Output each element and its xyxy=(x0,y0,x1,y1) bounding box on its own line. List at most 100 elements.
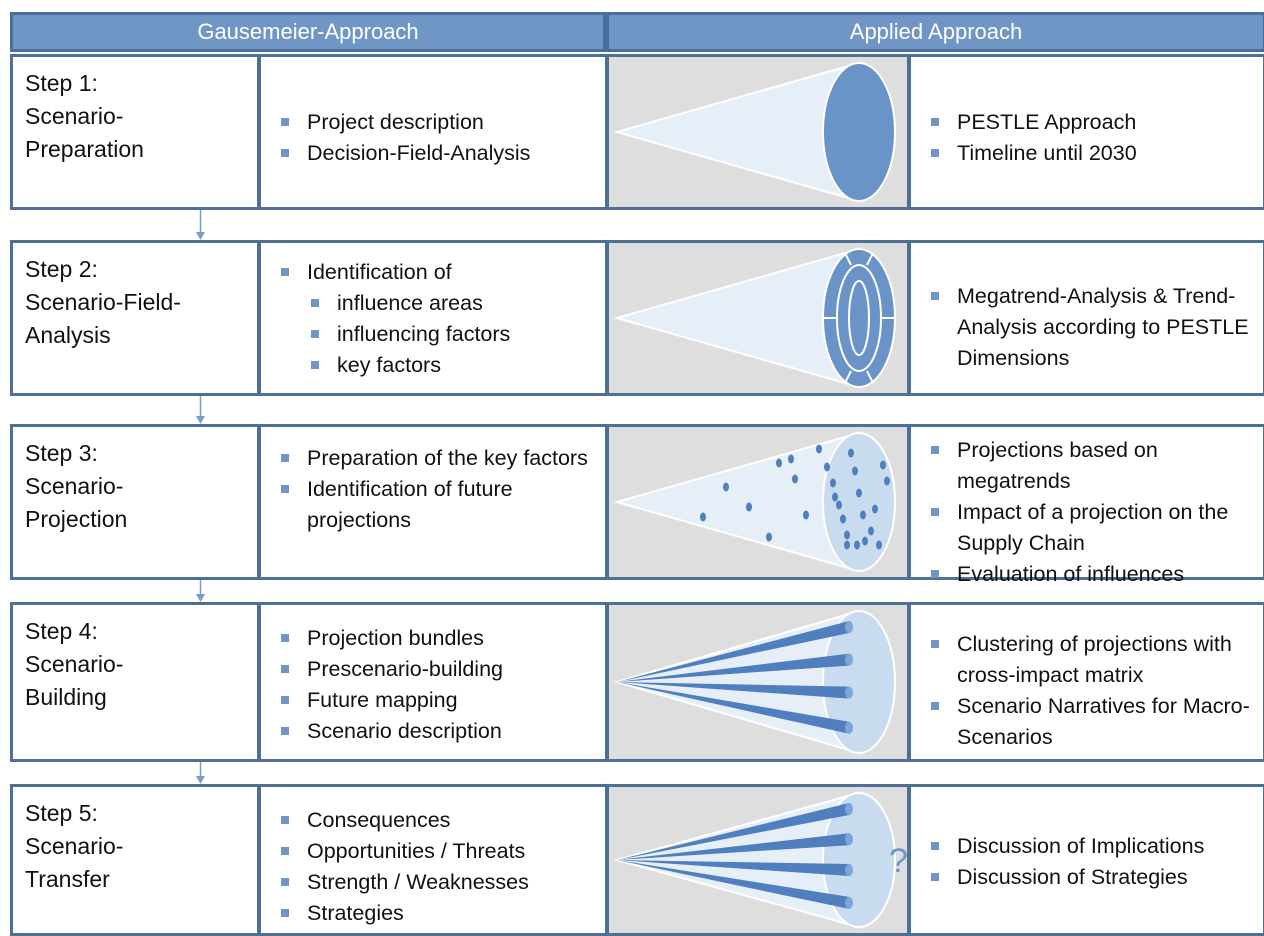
projection-dot xyxy=(776,458,782,468)
segment-line xyxy=(844,252,852,266)
header-applied: Applied Approach xyxy=(606,12,1264,52)
projection-dot xyxy=(880,460,886,470)
step-title-cell: Step 1:Scenario-Preparation xyxy=(10,54,260,210)
list-item: PESTLE Approach xyxy=(927,107,1257,138)
cone-base xyxy=(822,610,896,754)
list-item: Clustering of projections with cross-imp… xyxy=(927,629,1257,691)
header-gausemeier: Gausemeier-Approach xyxy=(10,12,606,52)
projection-ray xyxy=(617,682,849,699)
projection-ray xyxy=(617,682,849,734)
projection-dot xyxy=(830,478,836,488)
list-item: Prescenario-building xyxy=(277,654,599,685)
step-title: Step 1:Scenario-Preparation xyxy=(25,67,144,166)
list-item: Scenario Narratives for Macro-Scenarios xyxy=(927,691,1257,753)
step-title-line: Building xyxy=(25,684,107,710)
step-title: Step 2:Scenario-Field-Analysis xyxy=(25,253,181,352)
list-item: Opportunities / Threats xyxy=(277,836,599,867)
projection-dot xyxy=(856,488,862,498)
ring xyxy=(848,280,870,356)
step-title-line: Scenario- xyxy=(25,651,124,677)
list-item: Impact of a projection on the Supply Cha… xyxy=(927,497,1257,559)
cone-cell xyxy=(606,240,910,396)
step-connector-arrow xyxy=(196,580,205,602)
cone-rays-question-icon: ? xyxy=(613,791,907,929)
cone-dots-icon xyxy=(613,431,896,573)
list-item: Strength / Weaknesses xyxy=(277,867,599,898)
projection-ray xyxy=(617,653,849,682)
cone-base xyxy=(822,62,896,202)
ray-end xyxy=(845,803,853,815)
step-title-line: Scenario- xyxy=(25,103,124,129)
step-title-line: Scenario- xyxy=(25,833,124,859)
ray-end xyxy=(845,896,853,909)
list-item: Consequences xyxy=(277,805,599,836)
step-title: Step 3:Scenario-Projection xyxy=(25,437,127,536)
list-item: Project description xyxy=(277,107,599,138)
step-title-line: Step 4: xyxy=(25,618,98,644)
projection-dot xyxy=(862,536,868,546)
list-item: Identification of xyxy=(277,257,599,288)
cone-base xyxy=(822,792,896,928)
ray-end xyxy=(845,653,853,666)
list-item: Identification of future projections xyxy=(277,474,599,536)
list-item: key factors xyxy=(277,350,599,381)
list-item: Discussion of Implications xyxy=(927,831,1257,862)
projection-dot xyxy=(848,448,854,458)
projection-dot xyxy=(844,530,850,540)
projection-dot xyxy=(816,444,822,454)
step-title-line: Scenario- xyxy=(25,473,124,499)
step-title-cell: Step 2:Scenario-Field-Analysis xyxy=(10,240,260,396)
segment-line xyxy=(866,252,874,266)
step-title-cell: Step 4: Scenario- Building xyxy=(10,602,260,762)
projection-ray xyxy=(617,621,849,682)
step-title-line: Preparation xyxy=(25,136,144,162)
step-title-cell: Step 5: Scenario- Transfer xyxy=(10,784,260,936)
ray-end xyxy=(845,833,853,846)
list-item: Discussion of Strategies xyxy=(927,862,1257,893)
ray-end xyxy=(845,621,853,633)
list-item: Projections based on megatrends xyxy=(927,435,1257,497)
projection-dot xyxy=(766,532,772,542)
step-title-line: Step 5: xyxy=(25,800,98,826)
projection-dot xyxy=(723,482,729,492)
applied-cell: Clustering of projections with cross-imp… xyxy=(908,602,1264,762)
question-mark-icon: ? xyxy=(889,842,907,880)
step-connector-arrow xyxy=(196,210,205,240)
projection-dot xyxy=(872,504,878,514)
projection-dot xyxy=(746,502,752,512)
cone-base xyxy=(822,432,896,572)
projection-dot xyxy=(836,500,842,510)
projection-dot xyxy=(788,454,794,464)
cone-rays-icon xyxy=(613,609,896,755)
step-title-line: Transfer xyxy=(25,866,110,892)
cone-cell: ? xyxy=(606,784,910,936)
projection-dot xyxy=(832,492,838,502)
list-item: influencing factors xyxy=(277,319,599,350)
projection-dot xyxy=(803,510,809,520)
cone-full-icon xyxy=(613,61,896,203)
step-title-line: Projection xyxy=(25,506,128,532)
projection-dot xyxy=(884,476,890,486)
ray-end xyxy=(845,864,853,877)
list-item: Megatrend-Analysis & Trend-Analysis acco… xyxy=(927,281,1257,374)
step-title-line: Step 2: xyxy=(25,256,98,282)
list-item: Scenario description xyxy=(277,716,599,747)
list-item: Timeline until 2030 xyxy=(927,138,1257,169)
step-title: Step 5: Scenario- Transfer xyxy=(25,797,123,896)
step-connector-arrow xyxy=(196,762,205,784)
list-item: Future mapping xyxy=(277,685,599,716)
applied-list: Clustering of projections with cross-imp… xyxy=(927,629,1257,753)
step-connector-arrow xyxy=(196,396,205,424)
list-item: Evaluation of influences xyxy=(927,559,1257,590)
